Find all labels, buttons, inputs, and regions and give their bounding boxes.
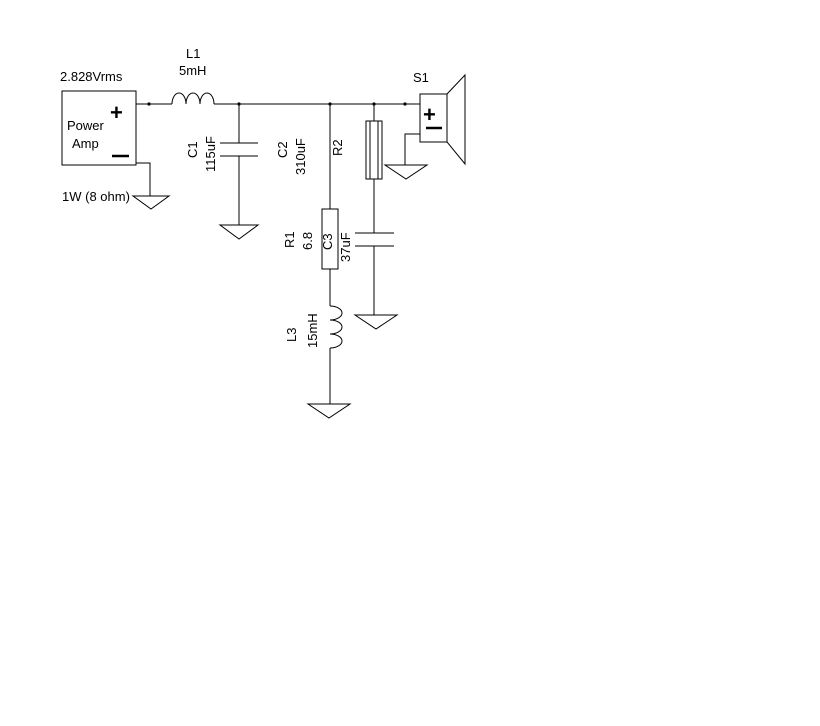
ground-symbol-amp <box>131 195 171 210</box>
wire-amp-ground <box>136 162 151 196</box>
speaker-s1: + <box>419 73 466 166</box>
speaker-s1-cone <box>446 73 466 166</box>
ground-symbol-c1 <box>218 224 260 240</box>
c3-ref-label: C3 <box>320 233 335 250</box>
source-rating-label: 1W (8 ohm) <box>62 189 130 204</box>
junction-dot <box>403 102 407 106</box>
inductor-l3-symbol <box>329 305 343 349</box>
l1-ref-label: L1 <box>186 46 200 61</box>
c2-ref-label: C2 <box>275 141 290 158</box>
l1-value-label: 5mH <box>179 63 206 78</box>
ground-symbol-speaker <box>383 164 429 180</box>
junction-dot <box>147 102 151 106</box>
r2-ref-label: R2 <box>330 139 345 156</box>
c1-value-label: 115uF <box>203 136 218 172</box>
c1-ref-label: C1 <box>185 141 200 158</box>
power-amp-name-line1: Power <box>67 118 105 133</box>
wire-speaker-ground <box>404 133 420 165</box>
speaker-s1-plus-terminal: + <box>423 102 436 127</box>
inductor-l1-symbol <box>171 92 215 105</box>
ground-symbol-l3 <box>306 403 352 419</box>
c3-value-label: 37uF <box>338 232 353 262</box>
ground-symbol-c3 <box>353 314 399 330</box>
r1-ref-label: R1 <box>282 231 297 248</box>
r1-value-label: 6.8 <box>300 232 315 250</box>
l3-value-label: 15mH <box>305 313 320 348</box>
s1-ref-label: S1 <box>413 70 429 85</box>
power-amp-plus-terminal: + <box>110 100 123 125</box>
power-amp-box <box>61 90 137 166</box>
c2-value-label: 310uF <box>293 138 308 175</box>
power-amp-name-line2: Amp <box>72 136 99 151</box>
source-voltage-label: 2.828Vrms <box>60 69 123 84</box>
l3-ref-label: L3 <box>284 328 299 342</box>
power-amp-source: Power Amp + <box>61 90 137 166</box>
resistor-r2-symbol <box>365 120 383 180</box>
